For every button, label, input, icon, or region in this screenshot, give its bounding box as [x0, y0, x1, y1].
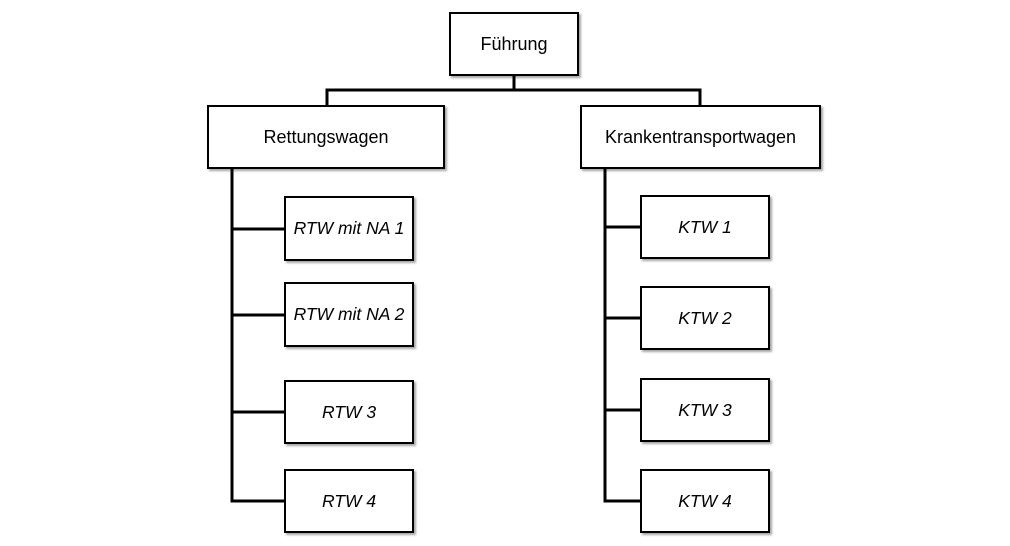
- node-label: KTW 2: [678, 307, 732, 328]
- node-label: Führung: [480, 33, 548, 54]
- node-label: RTW 4: [321, 490, 377, 511]
- node-ktw-4: KTW 4: [640, 469, 770, 533]
- node-label: KTW 1: [678, 216, 732, 237]
- node-label: KTW 3: [678, 399, 732, 420]
- node-ktw-3: KTW 3: [640, 378, 770, 442]
- node-ktw-1: KTW 1: [640, 195, 770, 259]
- node-label: KTW 4: [678, 490, 732, 511]
- node-ktw-2: KTW 2: [640, 286, 770, 350]
- node-label: RTW mit NA 2: [293, 304, 405, 324]
- node-label: RTW mit NA 1: [293, 218, 405, 238]
- node-label: Krankentransportwagen: [604, 126, 797, 147]
- node-krankentransportwagen: Krankentransportwagen: [580, 105, 821, 169]
- node-rtw-4: RTW 4: [284, 469, 414, 533]
- node-rtw-mit-na-1: RTW mit NA 1: [284, 196, 414, 261]
- node-fuehrung: Führung: [449, 12, 579, 76]
- node-rettungswagen: Rettungswagen: [207, 105, 445, 169]
- node-rtw-mit-na-2: RTW mit NA 2: [284, 282, 414, 347]
- node-label: Rettungswagen: [263, 126, 389, 147]
- node-label: RTW 3: [321, 401, 377, 422]
- node-rtw-3: RTW 3: [284, 380, 414, 444]
